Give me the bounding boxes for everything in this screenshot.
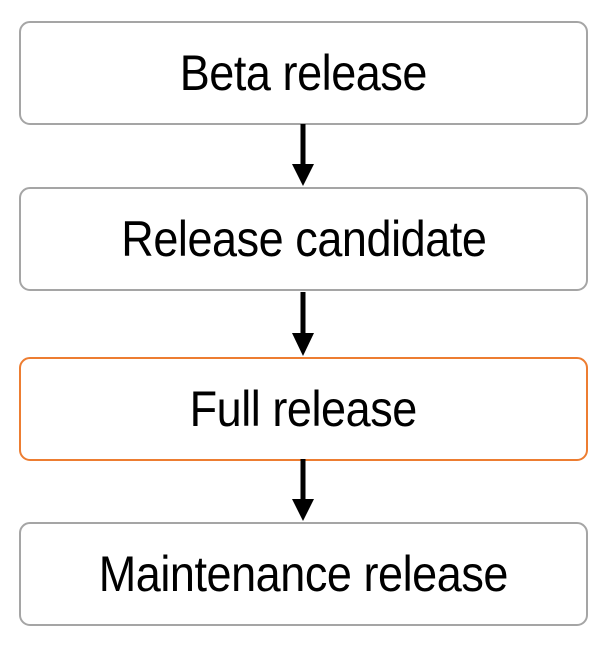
flow-node-label: Maintenance release <box>98 546 509 602</box>
connector-beta-to-rc <box>0 124 607 188</box>
arrow-down-icon <box>292 292 314 356</box>
flow-node-label: Full release <box>189 381 418 437</box>
arrow-down-icon <box>292 459 314 521</box>
connector-rc-to-full <box>0 292 607 358</box>
flow-node-beta-release[interactable]: Beta release <box>19 21 588 125</box>
flow-node-release-candidate[interactable]: Release candidate <box>19 187 588 291</box>
arrow-down-icon <box>292 124 314 186</box>
flow-node-label: Release candidate <box>120 211 487 267</box>
flow-node-label: Beta release <box>179 45 428 101</box>
flow-node-maintenance-release[interactable]: Maintenance release <box>19 522 588 626</box>
flow-node-full-release[interactable]: Full release <box>19 357 588 461</box>
connector-full-to-maintenance <box>0 459 607 523</box>
